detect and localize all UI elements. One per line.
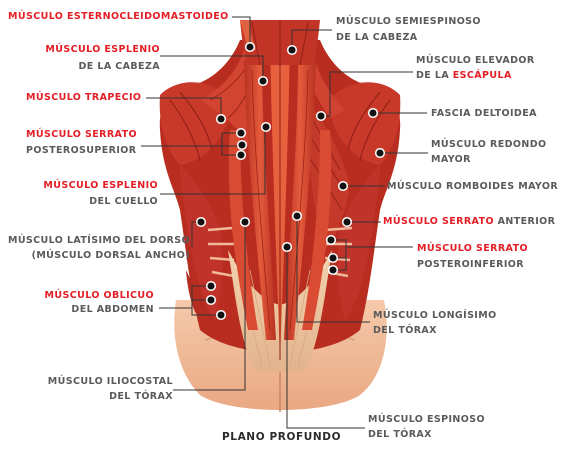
- longissimus-left: [244, 60, 276, 340]
- label-oblicuo-2: DEL ABDOMEN: [71, 304, 154, 315]
- label-elevador-2b: ESCÁPULA: [452, 70, 512, 81]
- caption-plano-profundo: PLANO PROFUNDO: [222, 431, 342, 443]
- label-latisimo-2: (MÚSCULO DORSAL ANCHO): [31, 250, 190, 261]
- right-deltoid: [329, 82, 401, 165]
- label-serrato-post-sup-1: MÚSCULO SERRATO: [26, 129, 137, 140]
- label-serrato-post-sup-2: POSTEROSUPERIOR: [26, 145, 137, 156]
- label-semiespinoso-1: MÚSCULO SEMIESPINOSO: [336, 16, 481, 27]
- label-esplenio-cuello-1: MÚSCULO ESPLENIO: [43, 180, 158, 191]
- label-esplenio-cabeza-1: MÚSCULO ESPLENIO: [45, 44, 160, 55]
- label-latisimo-1: MÚSCULO LATÍSIMO DEL DORSO: [7, 235, 190, 246]
- label-serrato-ant-a: MÚSCULO SERRATO: [383, 216, 494, 227]
- label-esplenio-cabeza-2: DE LA CABEZA: [78, 61, 160, 72]
- label-elevador-2a: DE LA: [416, 70, 453, 81]
- label-oblicuo-1: MÚSCULO OBLICUO: [44, 290, 154, 301]
- label-espinoso-2: DEL TÓRAX: [368, 429, 432, 440]
- label-esplenio-cuello-2: DEL CUELLO: [89, 196, 158, 207]
- label-serrato-post-inf-1: MÚSCULO SERRATO: [417, 243, 528, 254]
- label-longisimo-1: MÚSCULO LONGÍSIMO: [373, 310, 497, 321]
- label-iliocostal-2: DEL TÓRAX: [109, 391, 173, 402]
- iliocostalis-right: [302, 130, 332, 330]
- label-elevador-2: DE LA ESCÁPULA: [416, 70, 512, 82]
- label-iliocostal-1: MÚSCULO ILIOCOSTAL: [47, 376, 173, 387]
- label-redondo-1: MÚSCULO REDONDO: [431, 139, 547, 150]
- latissimus-right: [337, 165, 380, 320]
- label-serrato-ant-b: ANTERIOR: [493, 216, 556, 227]
- label-trapecio: MÚSCULO TRAPECIO: [26, 92, 142, 103]
- label-longisimo-2: DEL TÓRAX: [373, 325, 437, 336]
- label-semiespinoso-2: DE LA CABEZA: [336, 32, 418, 43]
- marker-dots: [195, 41, 386, 321]
- label-serrato-anterior: MÚSCULO SERRATO ANTERIOR: [383, 216, 555, 228]
- label-esternocleidomastoideo: MÚSCULO ESTERNOCLEIDOMASTOIDEO: [8, 11, 229, 22]
- label-serrato-post-inf-2: POSTEROINFERIOR: [417, 259, 524, 270]
- label-espinoso-1: MÚSCULO ESPINOSO: [368, 414, 485, 425]
- label-romboides: MÚSCULO ROMBOIDES MAYOR: [387, 181, 559, 192]
- label-redondo-2: MAYOR: [431, 154, 471, 165]
- longissimus-right: [284, 60, 316, 340]
- label-elevador-1: MÚSCULO ELEVADOR: [416, 55, 535, 66]
- label-fascia-deltoidea: FASCIA DELTOIDEA: [431, 108, 537, 119]
- iliocostalis-left: [228, 130, 258, 330]
